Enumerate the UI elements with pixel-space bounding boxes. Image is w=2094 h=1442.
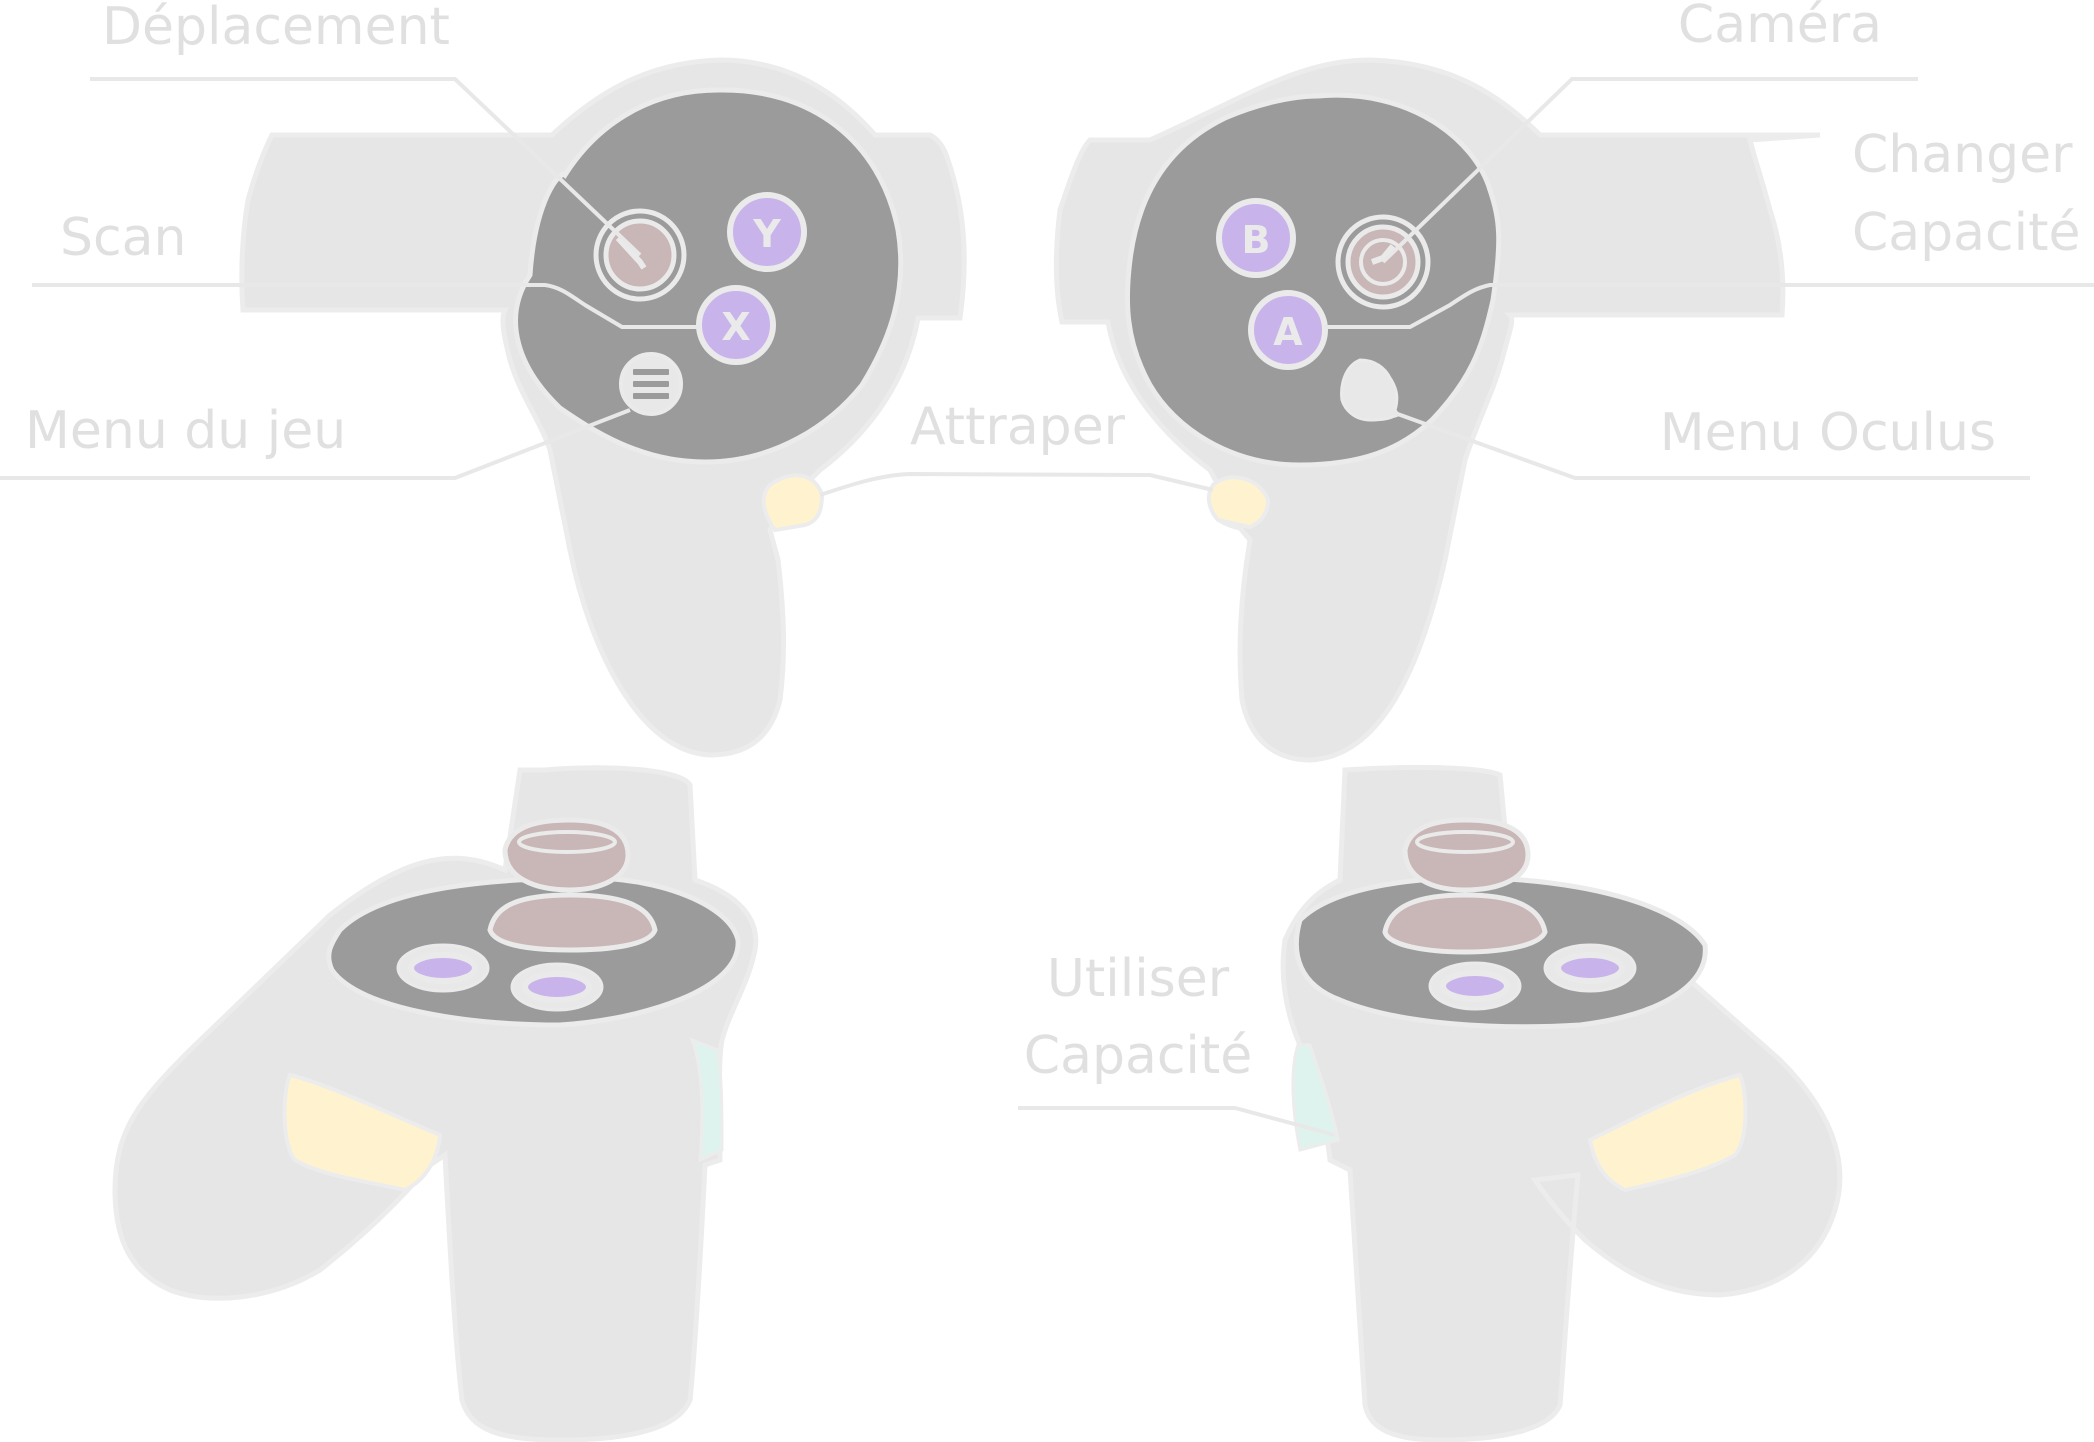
label-utiliser-line2: Capacité: [1024, 1026, 1252, 1086]
right-rear-shell: [1280, 764, 1843, 1442]
y-button[interactable]: Y: [727, 192, 807, 272]
label-scan: Scan: [60, 208, 186, 268]
left-rear-grip-trigger[interactable]: [282, 1072, 443, 1193]
right-rear-index-trigger[interactable]: [1291, 1043, 1340, 1152]
callout-labels: Déplacement Scan Menu du jeu Attraper Ca…: [25, 0, 2080, 1086]
label-camera: Caméra: [1678, 0, 1882, 55]
right-controller-top: B A: [1053, 57, 1821, 763]
right-controller-face: [1124, 92, 1502, 468]
right-rear-thumbstick[interactable]: [1382, 817, 1548, 955]
leader-scan: [32, 283, 700, 329]
label-menu-oculus: Menu Oculus: [1660, 403, 1996, 463]
right-controller-rear: [1280, 764, 1843, 1442]
x-button[interactable]: X: [696, 285, 776, 365]
label-menu-du-jeu: Menu du jeu: [25, 401, 346, 461]
leader-lines: [0, 77, 2094, 1137]
left-controller-top: Y X: [239, 57, 967, 758]
right-grip-trigger[interactable]: [1206, 475, 1271, 530]
leader-attraper: [819, 471, 1214, 497]
left-rear-index-trigger[interactable]: [689, 1037, 724, 1163]
leader-utiliser: [1018, 1106, 1336, 1137]
oculus-menu-button[interactable]: [1340, 358, 1401, 422]
b-button[interactable]: B: [1216, 198, 1296, 278]
leader-changer: [1325, 283, 2094, 329]
game-menu-button[interactable]: [619, 352, 683, 416]
label-deplacement: Déplacement: [102, 0, 450, 57]
a-button[interactable]: A: [1248, 290, 1328, 370]
left-rear-shell: [112, 765, 759, 1442]
leader-camera: [1381, 77, 1918, 264]
leader-deplacement: [90, 77, 642, 257]
left-rear-button-2[interactable]: [510, 962, 604, 1012]
leader-menu-du-jeu: [0, 408, 631, 480]
label-changer-line2: Capacité: [1852, 203, 2080, 263]
left-controller-face: [513, 87, 904, 465]
leader-menu-oculus: [1391, 410, 2030, 480]
left-controller-rear: [112, 765, 759, 1442]
left-rear-button-1[interactable]: [396, 943, 490, 993]
right-rear-button-1[interactable]: [1428, 961, 1522, 1011]
right-rear-grip-trigger[interactable]: [1587, 1072, 1748, 1193]
left-rear-thumbstick[interactable]: [487, 817, 658, 953]
label-attraper: Attraper: [910, 397, 1126, 457]
hamburger-icon: [633, 369, 669, 375]
left-grip-trigger[interactable]: [761, 473, 825, 533]
a-button-letter: A: [1273, 310, 1303, 354]
y-button-letter: Y: [752, 212, 781, 256]
label-changer-line1: Changer: [1852, 125, 2073, 185]
label-utiliser-line1: Utiliser: [1047, 949, 1230, 1009]
x-button-letter: X: [721, 305, 750, 349]
b-button-letter: B: [1242, 218, 1271, 262]
right-rear-button-2[interactable]: [1543, 943, 1637, 993]
